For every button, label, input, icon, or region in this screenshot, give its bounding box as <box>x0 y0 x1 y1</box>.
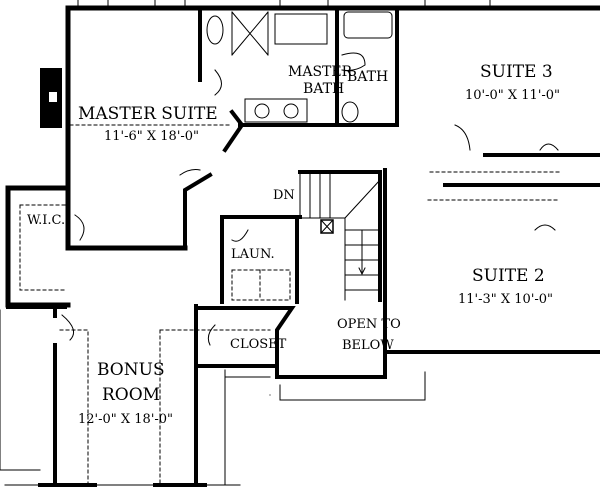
room-label-wic: W.I.C. <box>27 213 66 228</box>
room-label-bonus-1: BONUS <box>97 360 165 380</box>
room-label-suite-2: SUITE 2 <box>472 266 545 286</box>
laundry-wall <box>220 215 302 304</box>
label-open-to-below-2: BELOW <box>342 338 394 353</box>
room-size-master-suite: 11'-6" X 18'-0" <box>104 129 200 144</box>
room-label-master-bath-1: MASTER <box>288 64 353 80</box>
room-size-bonus: 12'-0" X 18'-0" <box>78 412 174 427</box>
stair-arrow <box>358 229 366 276</box>
room-label-bonus-2: ROOM <box>102 385 161 405</box>
stairs-down-label: DN <box>273 188 295 203</box>
room-label-suite-3: SUITE 3 <box>480 62 553 82</box>
wic-wall <box>5 185 71 308</box>
room-label-master-suite: MASTER SUITE <box>78 104 218 124</box>
room-size-suite-3: 10'-0" X 11'-0" <box>465 88 561 103</box>
room-label-bath: BATH <box>347 69 389 85</box>
room-label-laundry: LAUN. <box>231 247 275 262</box>
exterior-wall-master-left <box>65 5 188 251</box>
master-diagonal-wall <box>183 109 245 250</box>
closet-wall <box>194 298 387 379</box>
master-bath-wall <box>198 6 399 127</box>
room-size-suite-2: 11'-3" X 10'-0" <box>458 292 554 307</box>
stair-wall <box>298 170 600 302</box>
suite2-wall <box>383 168 600 354</box>
label-open-to-below-1: OPEN TO <box>337 317 401 332</box>
room-label-master-bath-2: BATH <box>303 81 345 97</box>
suite3-wall <box>395 6 600 157</box>
room-label-closet: CLOSET <box>230 337 287 352</box>
